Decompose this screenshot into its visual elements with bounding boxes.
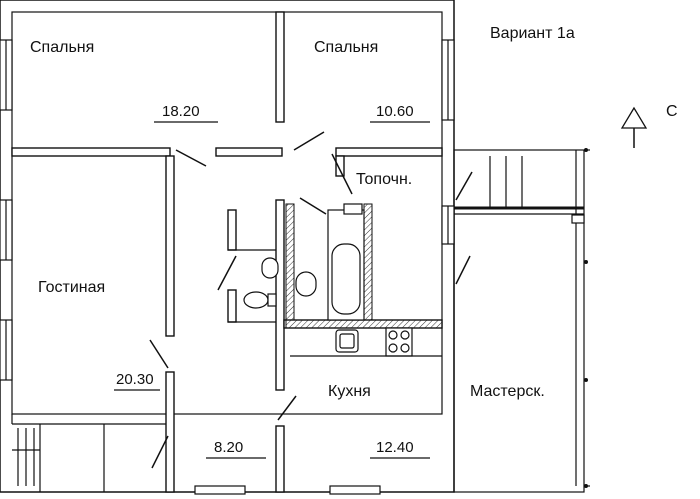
workshop-extension: [441, 148, 590, 493]
room-area-hall: 8.20: [214, 439, 243, 456]
north-arrow-icon: [620, 106, 648, 148]
room-name-living-room: Гостиная: [38, 279, 105, 296]
room-name-workshop: Мастерск.: [470, 383, 545, 400]
room-area-living-room: 20.30: [116, 371, 154, 388]
bathroom-fixtures: [243, 203, 365, 321]
area-underlines: [114, 121, 430, 459]
variant-label: Вариант 1а: [490, 25, 575, 42]
room-name-boiler-room: Топочн.: [356, 171, 412, 188]
outer-walls: [0, 0, 455, 493]
north-label: С: [666, 103, 678, 120]
kitchen-fixtures: [290, 327, 442, 357]
room-name-bedroom-2: Спальня: [314, 39, 378, 56]
room-area-kitchen: 12.40: [376, 439, 414, 456]
windows: [0, 39, 455, 495]
room-area-bedroom-1: 18.20: [162, 103, 200, 120]
room-name-kitchen: Кухня: [328, 383, 371, 400]
room-name-bedroom-1: Спальня: [30, 39, 94, 56]
doors: [149, 131, 473, 469]
entrance-stairs: [17, 428, 35, 486]
room-area-bedroom-2: 10.60: [376, 103, 414, 120]
